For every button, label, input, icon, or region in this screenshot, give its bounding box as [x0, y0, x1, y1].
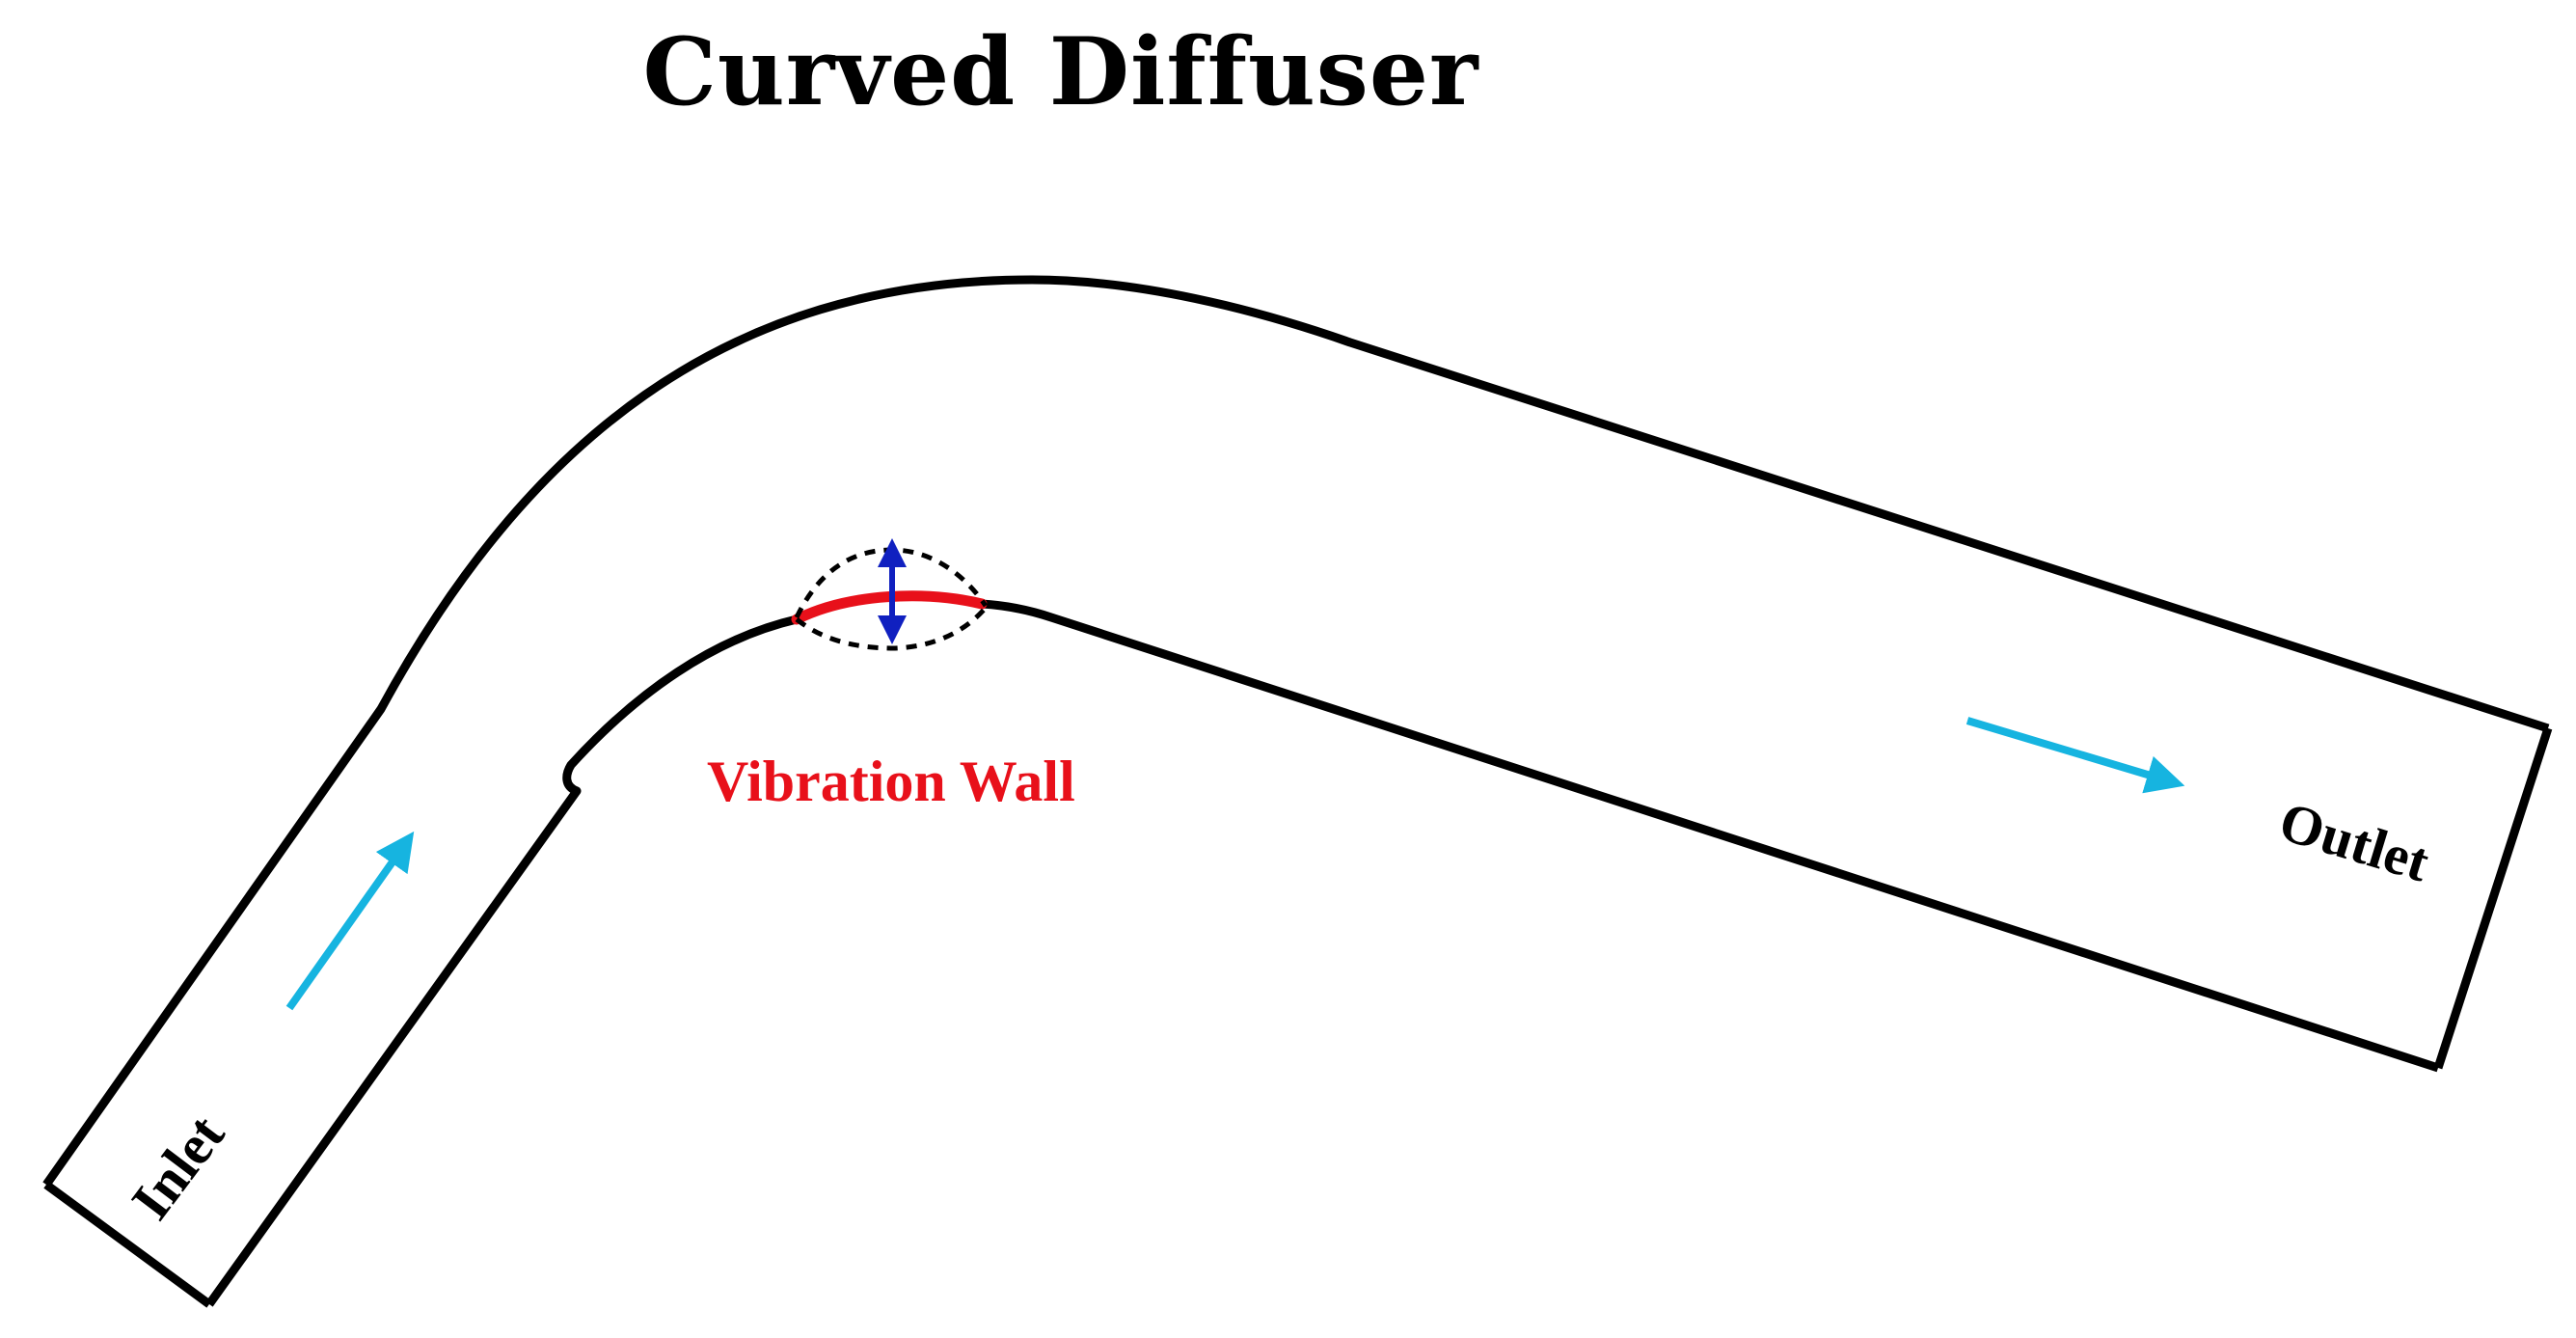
inner-wall-upper [205, 614, 799, 1307]
outer-wall [42, 275, 2550, 1188]
inlet-label: Inlet [119, 1104, 236, 1231]
inner-wall-lower [981, 599, 2440, 1073]
outlet-label: Outlet [2272, 789, 2437, 894]
diagram-title: Curved Diffuser [642, 17, 1479, 126]
inlet-wall [43, 1181, 212, 1308]
vibration-wall-label: Vibration Wall [707, 750, 1075, 813]
vibration-envelope-lower [795, 606, 988, 651]
inlet-flow-arrow-icon [285, 831, 415, 1011]
outlet-flow-arrow-icon [1966, 717, 2185, 794]
outlet-wall [2433, 726, 2553, 1070]
